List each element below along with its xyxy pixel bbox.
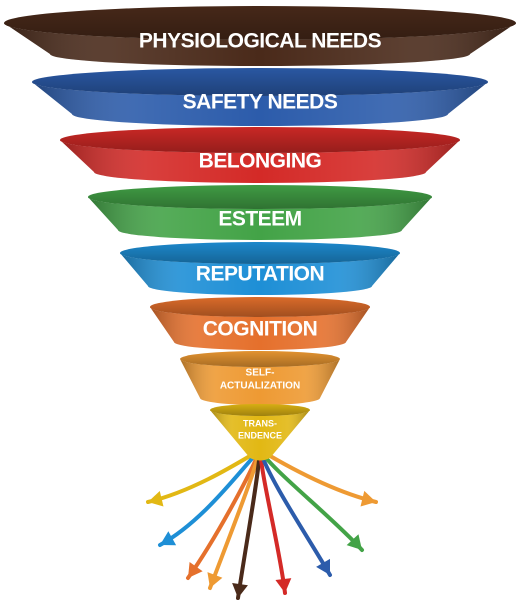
layer-self-actualization-shine [180,359,340,405]
arrow-group [146,448,378,600]
layer-cognition-rim-shade [150,297,370,317]
layer-transcendence-rim-shade [210,404,310,416]
layer-self-actualization-rim-shade [180,351,340,367]
layer-cognition: COGNITION [150,297,370,350]
arrow-4 [236,448,262,600]
arrow-5 [258,448,287,595]
layer-esteem: ESTEEM [88,185,432,240]
arrow-head-6 [316,558,330,575]
layer-belonging-label: BELONGING [199,150,322,173]
arrow-head-1 [160,531,177,546]
layer-self-actualization-label-line2: ACTUALIZATION [220,381,300,392]
layer-transcendence-label-line2: ENDENCE [238,430,282,440]
layer-self-actualization-label-line1: SELF- [246,368,275,379]
layer-reputation-label: REPUTATION [196,263,324,286]
arrow-head-0 [148,490,164,507]
layer-transcendence-label-line1: TRANS- [243,418,277,428]
layer-esteem-rim-shade [88,185,432,209]
layer-self-actualization: SELF- ACTUALIZATION [180,351,340,405]
layer-transcendence: TRANS- ENDENCE [210,404,310,461]
layer-belonging: BELONGING [60,127,460,183]
layer-transcendence-shine [210,410,310,461]
arrow-8 [258,448,378,504]
layer-safety-needs-shine [32,82,488,126]
layer-physiological-needs: PHYSIOLOGICAL NEEDS [4,6,516,66]
arrow-head-2 [188,561,203,578]
layer-safety-needs-label: SAFETY NEEDS [183,91,338,114]
arrow-head-4 [232,582,248,598]
layer-physiological-needs-label: PHYSIOLOGICAL NEEDS [139,30,382,53]
layer-esteem-shine [88,197,432,240]
arrow-3 [208,448,262,590]
layer-cognition-label: COGNITION [203,318,318,341]
layer-group: PHYSIOLOGICAL NEEDS SAFETY NEEDS BELONGI… [4,6,516,461]
layer-safety-needs-rim-shade [32,68,488,96]
arrow-head-3 [207,572,223,588]
layer-esteem-label: ESTEEM [218,208,301,231]
layer-physiological-needs-rim-shade [4,6,516,40]
arrow-head-5 [275,578,292,593]
arrow-6 [258,448,332,577]
layer-safety-needs: SAFETY NEEDS [32,68,488,126]
arrow-head-7 [346,534,362,550]
layer-belonging-shine [60,140,460,183]
layer-reputation-rim-shade [120,242,400,264]
layer-physiological-needs-shine [4,23,516,66]
layer-cognition-shine [150,307,370,350]
layer-reputation: REPUTATION [120,242,400,295]
layer-belonging-rim-shade [60,127,460,153]
layer-reputation-shine [120,253,400,295]
arrow-head-8 [360,490,376,507]
